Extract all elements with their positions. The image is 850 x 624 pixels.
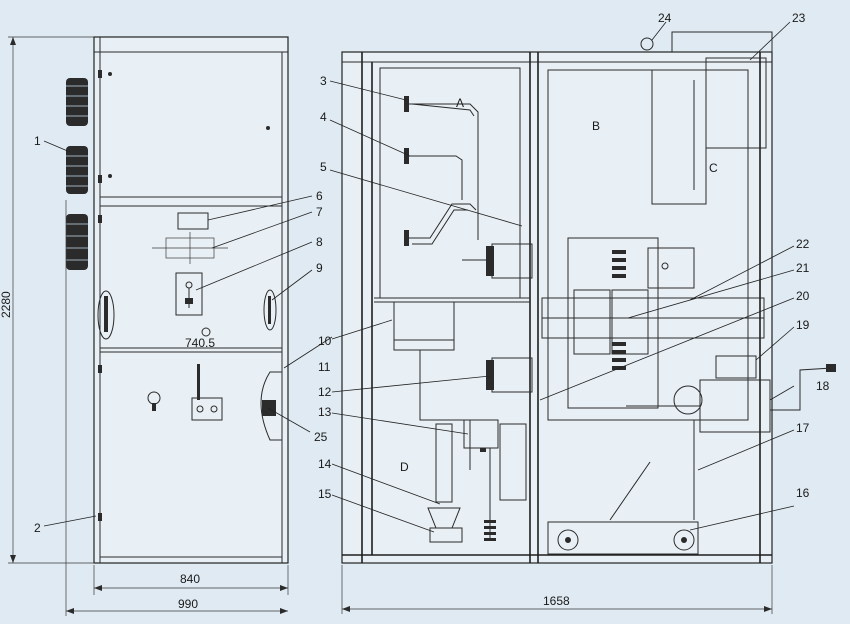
zone-b-label: B xyxy=(592,119,600,133)
callout-11: 11 xyxy=(318,360,331,374)
callout-3: 3 xyxy=(320,74,327,88)
callout-8: 8 xyxy=(316,235,323,249)
callout-7: 7 xyxy=(316,205,323,219)
zone-d-label: D xyxy=(400,460,409,474)
lifting-eye xyxy=(640,37,654,51)
callout-4: 4 xyxy=(320,110,327,124)
zone-c-label: C xyxy=(709,161,718,175)
callout-2: 2 xyxy=(34,521,41,535)
callout-17: 17 xyxy=(796,421,810,435)
pressure-relief-box xyxy=(671,31,773,53)
callout-19: 19 xyxy=(796,318,810,332)
callout-14: 14 xyxy=(318,457,332,471)
leader-lines xyxy=(43,21,795,533)
mechanism-box xyxy=(647,247,695,289)
callout-13: 13 xyxy=(318,405,332,419)
outer-width-dimension: 990 xyxy=(178,597,198,611)
callout-20: 20 xyxy=(796,289,810,303)
front-view: 740.5 2280 840 990 xyxy=(0,36,289,616)
pressure-dial xyxy=(201,327,211,337)
door-hinges xyxy=(98,70,270,521)
callout-16: 16 xyxy=(796,486,810,500)
callout-12: 12 xyxy=(318,385,332,399)
zone-a-label: A xyxy=(456,96,464,110)
dial-reading: 740.5 xyxy=(185,336,215,350)
lower-door xyxy=(99,351,283,558)
height-dimension: 2280 xyxy=(0,291,13,318)
callout-24: 24 xyxy=(658,11,672,25)
callout-5: 5 xyxy=(320,160,327,174)
front-dimensions xyxy=(8,36,289,616)
callout-labels: 1 2 3 4 5 6 7 8 9 10 11 12 13 14 15 16 1… xyxy=(34,11,830,535)
callout-9: 9 xyxy=(316,261,323,275)
side-cabinet-outline xyxy=(341,51,773,564)
compartment-b xyxy=(547,69,749,421)
nameplate xyxy=(177,212,209,230)
callout-23: 23 xyxy=(792,11,806,25)
door-handle-left xyxy=(97,290,115,340)
callout-25: 25 xyxy=(314,430,328,444)
door-handle-right xyxy=(263,289,277,331)
mimic-panel xyxy=(175,272,203,316)
side-view: 1658 xyxy=(341,31,836,614)
callout-10: 10 xyxy=(318,334,332,348)
side-width-dimension: 1658 xyxy=(543,594,570,608)
callout-22: 22 xyxy=(796,237,810,251)
callout-6: 6 xyxy=(316,189,323,203)
inner-width-dimension: 840 xyxy=(180,572,200,586)
breaker-truck xyxy=(567,237,659,409)
callout-15: 15 xyxy=(318,487,332,501)
callout-21: 21 xyxy=(796,261,810,275)
bushing-group xyxy=(66,78,88,270)
operating-lever-socket xyxy=(191,397,223,421)
callout-18: 18 xyxy=(816,379,830,393)
callout-1: 1 xyxy=(34,134,41,148)
trolley xyxy=(547,461,699,555)
earthing-switch xyxy=(715,355,757,379)
busbars xyxy=(404,96,479,246)
cable-assembly xyxy=(419,350,527,543)
operating-handle xyxy=(626,364,836,433)
current-transformer xyxy=(393,301,455,351)
